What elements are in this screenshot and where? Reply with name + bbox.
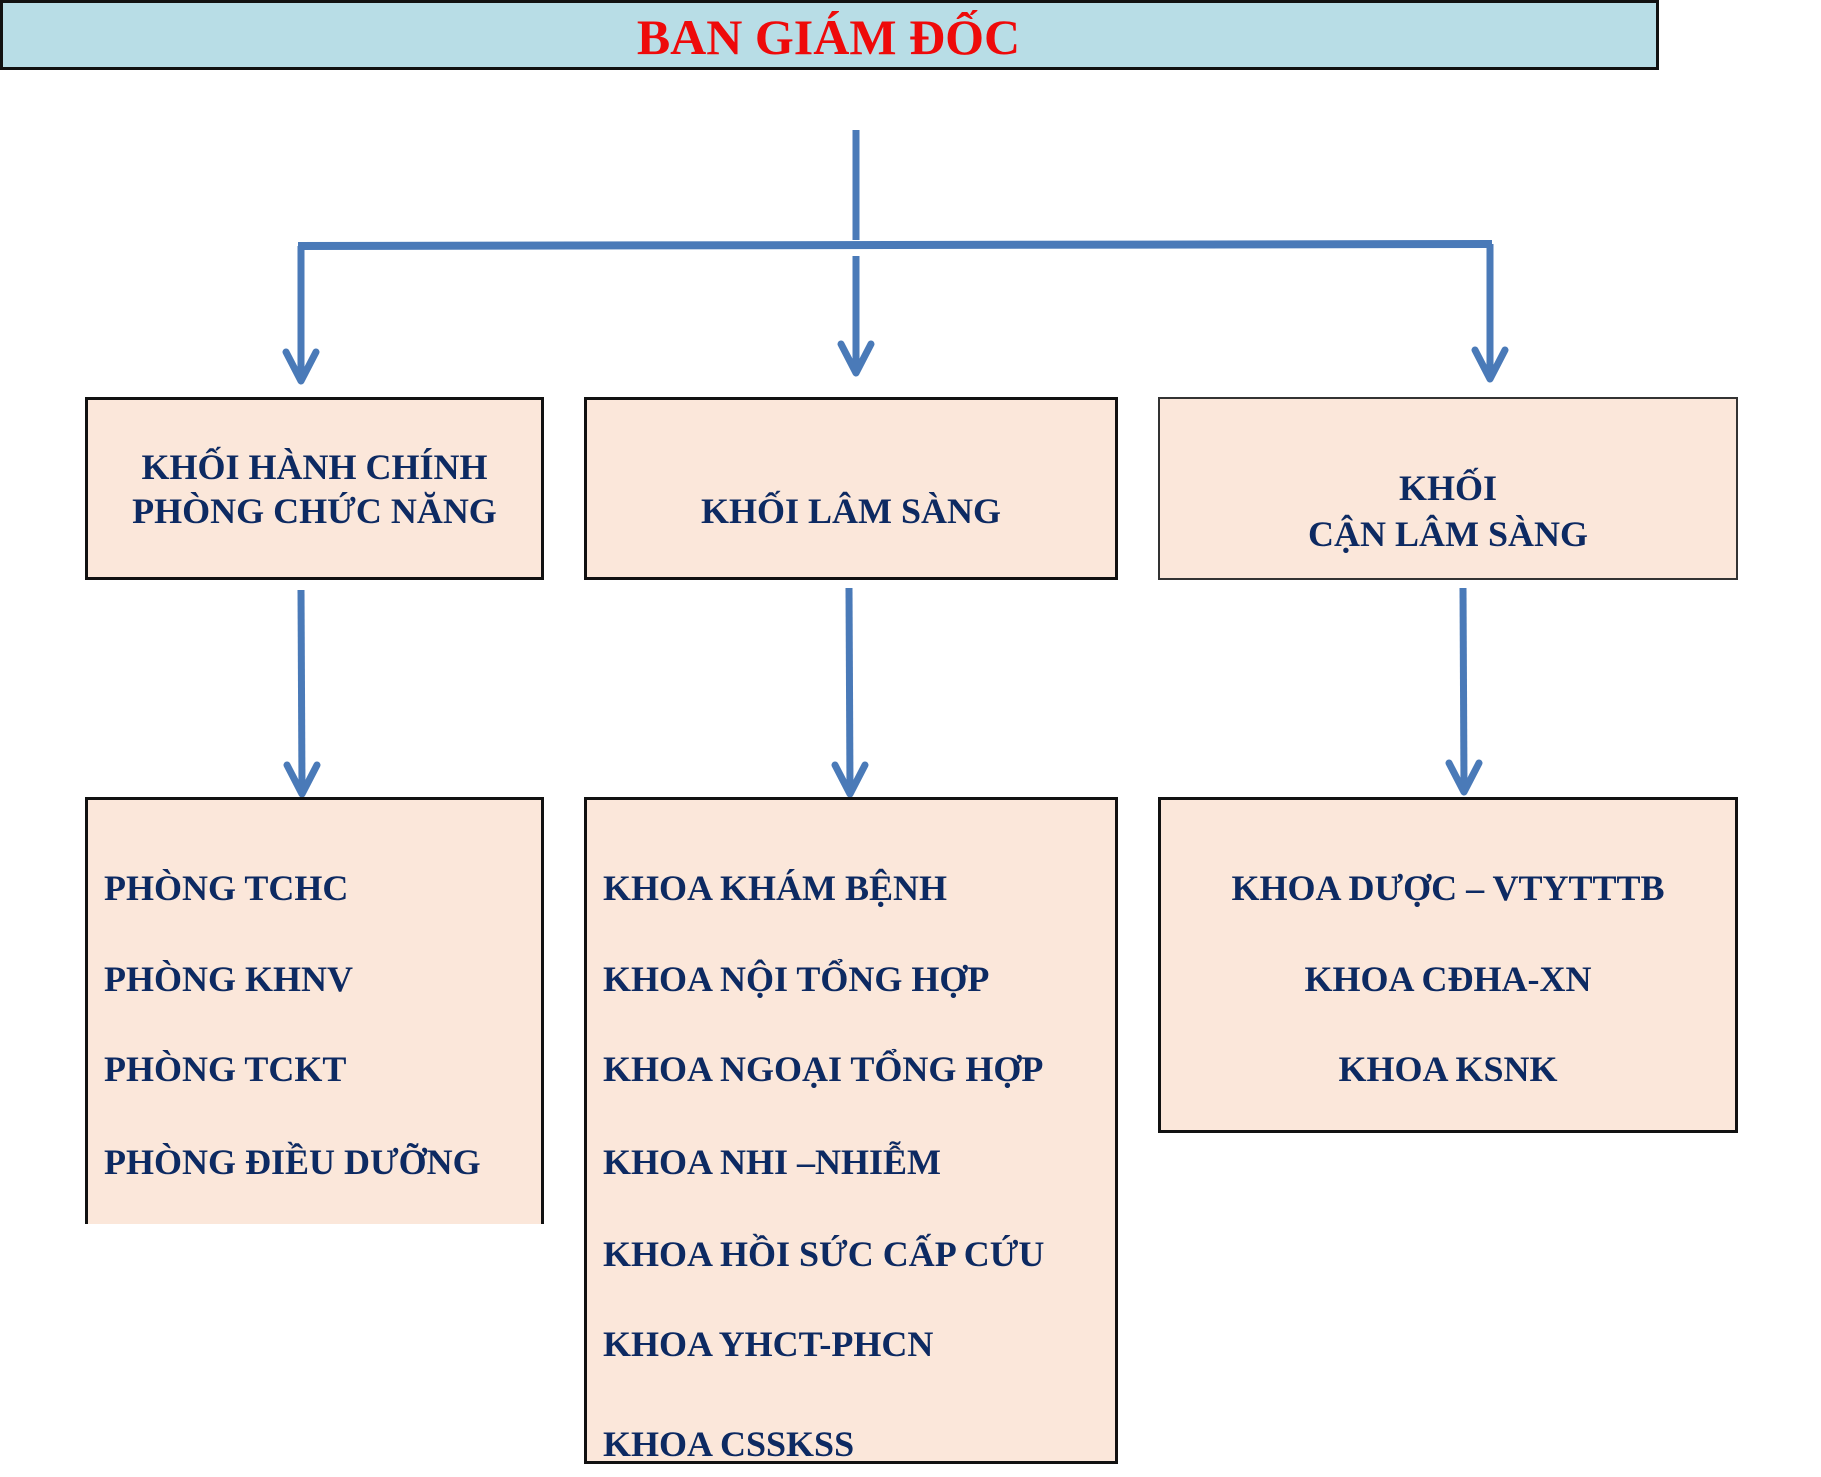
group-left-line xyxy=(297,589,306,791)
member-item: KHOA CĐHA-XN xyxy=(1304,959,1592,999)
group-node-hanh-chinh: KHỐI HÀNH CHÍNH PHÒNG CHỨC NĂNG xyxy=(85,397,544,580)
group-node-lam-sang: KHỐI LÂM SÀNG xyxy=(584,397,1118,580)
member-item: KHOA HỒI SỨC CẤP CỨU xyxy=(603,1234,1045,1274)
group-right-line xyxy=(1459,587,1468,789)
group-heading-line: KHỐI LÂM SÀNG xyxy=(700,490,1002,531)
member-item: PHÒNG TCKT xyxy=(104,1049,347,1089)
group-heading-line: CẬN LÂM SÀNG xyxy=(1307,513,1588,554)
member-list-lam-sang: KHOA KHÁM BỆNH KHOA NỘI TỔNG HỢP KHOA NG… xyxy=(584,797,1118,1464)
member-item: KHOA CSSKSS xyxy=(603,1424,855,1464)
member-item: KHOA NGOẠI TỔNG HỢP xyxy=(603,1049,1044,1089)
root-node-ban-giam-doc: BAN GIÁM ĐỐC xyxy=(0,0,1659,70)
member-item: KHOA NỘI TỔNG HỢP xyxy=(603,959,990,999)
arrowhead-icon xyxy=(282,348,320,385)
arrowhead-icon xyxy=(837,340,875,377)
member-item: KHOA NHI –NHIỄM xyxy=(603,1142,942,1182)
arrowhead-icon xyxy=(831,761,869,798)
member-item: KHOA YHCT-PHCN xyxy=(603,1324,934,1364)
arrowhead-icon xyxy=(1471,346,1509,383)
member-list-hanh-chinh: PHÒNG TCHC PHÒNG KHNV PHÒNG TCKT PHÒNG Đ… xyxy=(85,797,544,1224)
member-item: KHOA KSNK xyxy=(1338,1049,1558,1089)
member-item: KHOA KHÁM BỆNH xyxy=(603,868,948,908)
group-heading-line: KHỐI xyxy=(1398,467,1497,508)
member-list-can-lam-sang: KHOA DƯỢC – VTYTTTB KHOA CĐHA-XN KHOA KS… xyxy=(1158,797,1738,1133)
member-item: KHOA DƯỢC – VTYTTTB xyxy=(1231,868,1665,908)
arrowhead-icon xyxy=(283,761,321,798)
group-heading-line: PHÒNG CHỨC NĂNG xyxy=(132,490,497,531)
member-item: PHÒNG TCHC xyxy=(104,868,349,908)
arrowhead-icon xyxy=(1445,759,1483,796)
branch-bar xyxy=(297,240,1493,250)
member-item: PHÒNG ĐIỀU DƯỠNG xyxy=(104,1142,481,1182)
group-heading-line: KHỐI HÀNH CHÍNH xyxy=(141,446,488,487)
group-node-can-lam-sang: KHỐI CẬN LÂM SÀNG xyxy=(1158,397,1738,580)
group-middle-line xyxy=(845,587,854,791)
member-item: PHÒNG KHNV xyxy=(104,959,353,999)
root-title: BAN GIÁM ĐỐC xyxy=(636,9,1021,65)
